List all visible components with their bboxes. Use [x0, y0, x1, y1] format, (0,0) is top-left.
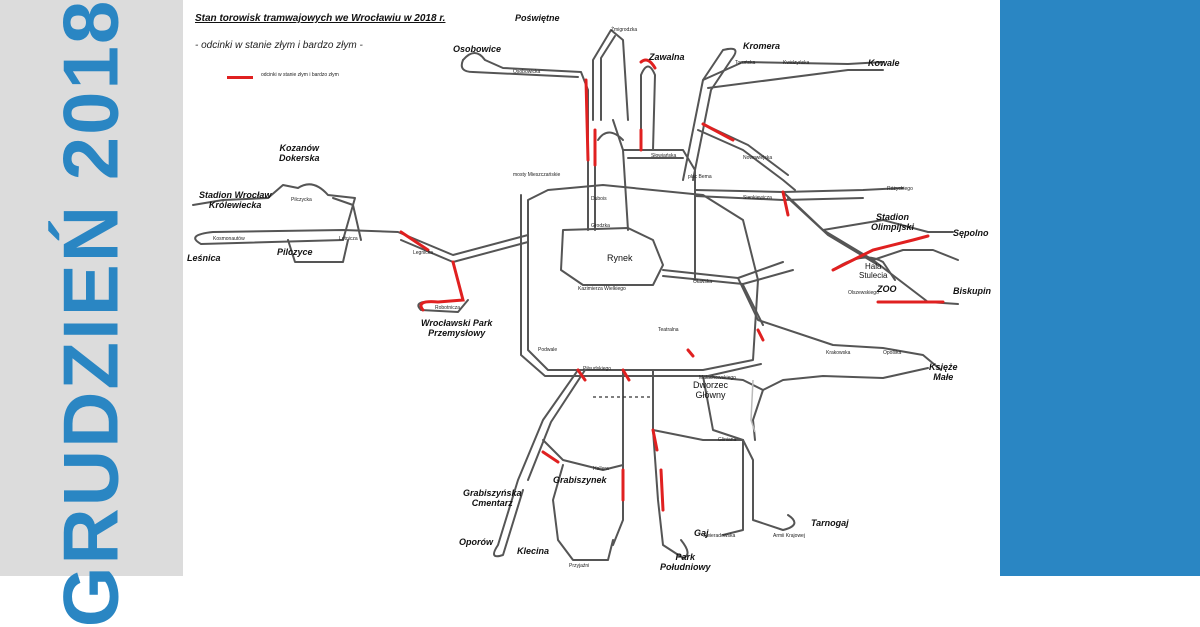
bad-sections: [399, 58, 945, 512]
label-grabiszynska: Grabiszyńska Cmentarz: [463, 488, 522, 508]
street-legnicka: Legnicka: [413, 250, 434, 256]
street-gliniana: Gliniana: [718, 437, 737, 443]
label-grabiszynek: Grabiszynek: [553, 475, 607, 485]
label-ksieze-male: Księże Małe: [929, 362, 958, 382]
legend-swatch: [227, 76, 253, 79]
label-gaj: Gaj: [694, 528, 709, 538]
closed-sections: [750, 379, 756, 433]
street-grodzka: Grodzka: [591, 223, 610, 229]
label-sepolno: Sępolno: [953, 228, 989, 238]
street-robotnicza: Robotnicza: [435, 305, 461, 311]
street-kosmonautow: Kosmonautów: [213, 236, 245, 242]
street-rozyckiego: Różyckiego: [887, 186, 913, 192]
label-rynek: Rynek: [607, 253, 633, 263]
tram-network-svg: [192, 29, 959, 561]
street-sienkiewicza: Sienkiewicza: [743, 195, 772, 201]
street-krakowska: Krakowska: [826, 350, 851, 356]
street-pilczycka: Pilczycka: [291, 197, 312, 203]
street-kwidzynska: Kwidzyńska: [783, 60, 810, 66]
street-kazimierza: Kazimierza Wielkiego: [578, 286, 626, 292]
label-stadion-wroclaw: Stadion Wrocław Królewiecka: [199, 190, 272, 210]
label-hala-stulecia: Hala Stulecia: [859, 262, 888, 280]
street-mosty: mosty Mieszczańskie: [513, 172, 561, 178]
side-banner: GRUDZIEŃ 2018: [0, 0, 183, 627]
street-olawska: Oławska: [693, 279, 713, 285]
label-poswietne: Poświętne: [515, 13, 560, 23]
street-osobowicka: Osobowicka: [513, 69, 541, 75]
right-color-band: [1000, 0, 1200, 576]
street-plac-bema: plac Bema: [688, 174, 712, 180]
label-zawalna: Zawalna: [649, 52, 685, 62]
label-kromera: Kromera: [743, 41, 781, 51]
map-subtitle: - odcinki w stanie złym i bardzo złym -: [195, 40, 363, 51]
label-osobowice: Osobowice: [453, 44, 502, 54]
street-slowianska: Słowiańska: [651, 153, 677, 159]
label-oporow: Oporów: [459, 537, 493, 547]
label-kowale: Kowale: [868, 58, 900, 68]
label-wroclawski-park: Wrocławski Park Przemysłowy: [421, 318, 493, 338]
label-zoo: ZOO: [877, 284, 897, 294]
street-przyjazni: Przyjaźni: [569, 563, 590, 569]
street-teatralna: Teatralna: [658, 327, 679, 333]
street-hallera: Hallera: [593, 466, 609, 472]
street-pilsudskiego: Piłsudskiego: [583, 366, 612, 372]
street-nowowiejska: Nowowiejska: [743, 155, 773, 161]
tram-map: Stan torowisk tramwajowych we Wrocławiu …: [183, 0, 1000, 576]
legend-label: odcinki w stanie złym i bardzo złym: [261, 72, 339, 78]
label-kozanow: Kozanów Dokerska: [279, 143, 320, 163]
label-dworzec: Dworzec Główny: [693, 380, 729, 400]
street-podwale: Podwale: [538, 347, 558, 353]
street-dubois: Dubois: [591, 196, 607, 202]
label-stadion-olimpijski: Stadion Olimpijski: [871, 212, 915, 232]
label-pilczyce: Pilczyce: [277, 247, 313, 257]
street-olszewskiego: Olszewskiego: [848, 290, 879, 296]
street-swieradowska: Świeradowska: [703, 533, 736, 539]
label-biskupin: Biskupin: [953, 286, 992, 296]
street-torunska: Toruńska: [735, 60, 756, 66]
street-lotnicza: Lotnicza: [339, 236, 358, 242]
side-title: GRUDZIEŃ 2018: [46, 0, 135, 627]
label-lesnica: Leśnica: [187, 253, 221, 263]
street-malachowskiego: Małachowskiego: [699, 375, 736, 381]
label-tarnogaj: Tarnogaj: [811, 518, 849, 528]
label-park-poludniowy: Park Południowy: [660, 552, 711, 572]
label-klecina: Klecina: [517, 546, 550, 556]
street-opolska: Opolska: [883, 350, 902, 356]
map-title: Stan torowisk tramwajowych we Wrocławiu …: [195, 13, 446, 24]
street-armii: Armii Krajowej: [773, 533, 805, 539]
street-zmigrodzka: Żmigrodzka: [611, 27, 638, 33]
